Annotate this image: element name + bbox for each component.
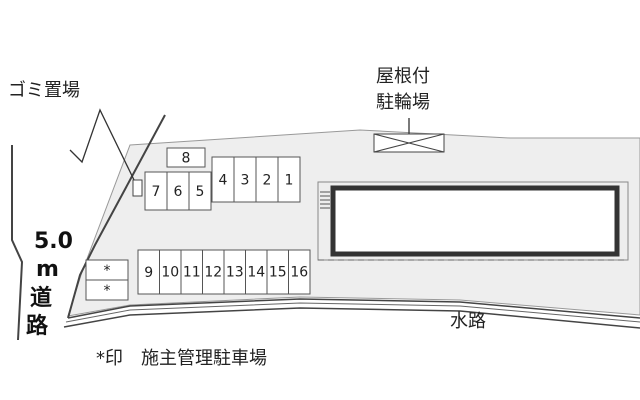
owner-slot-2-label: * <box>104 283 111 299</box>
parking-slot-10-label: 10 <box>161 265 179 281</box>
road-edge-left <box>11 145 24 341</box>
parking-slot-5-label: 5 <box>196 184 205 200</box>
parking-slot-9-label: 9 <box>144 265 153 281</box>
garbage-box <box>132 179 143 197</box>
road-width-label: 5.0 <box>34 229 73 254</box>
roof-label-line1: 屋根付 <box>376 66 430 87</box>
parking-slot-15-label: 15 <box>269 265 287 281</box>
parking-slot-16-label: 16 <box>290 265 308 281</box>
stairs <box>320 191 330 209</box>
garbage-label: ゴミ置場 <box>8 80 80 101</box>
parking-slot-1-label: 1 <box>285 173 294 189</box>
roof-label-line2: 駐輪場 <box>376 92 430 113</box>
road-char1-label: 道 <box>30 285 52 311</box>
parking-slot-11-label: 11 <box>183 265 201 281</box>
waterway-line-top <box>67 298 640 319</box>
parking-single-group: 8 <box>166 147 206 168</box>
parking-slot-12-label: 12 <box>204 265 222 281</box>
owner-parking-group: ** <box>85 259 129 301</box>
parking-slot-8-box <box>166 147 206 168</box>
parking-slot-13-label: 13 <box>226 265 244 281</box>
road-char2-label: 路 <box>26 313 49 339</box>
parking-slot-4-label: 4 <box>219 173 228 189</box>
parking-slot-3-label: 3 <box>241 173 250 189</box>
waterway-line-mid <box>65 302 640 323</box>
owner-slot-2-box <box>85 279 129 301</box>
building <box>330 185 620 257</box>
parking-slot-14-label: 14 <box>247 265 265 281</box>
road-edge-right <box>67 114 166 319</box>
legend-label: *印 施主管理駐車場 <box>96 348 267 369</box>
parking-slot-2-label: 2 <box>263 173 272 189</box>
parking-slot-16-box <box>288 249 311 295</box>
road-unit-label: m <box>36 257 59 282</box>
waterway-line-bottom <box>63 307 640 329</box>
bicycle-parking-cross-b <box>373 133 445 153</box>
parking-slot-7-label: 7 <box>152 184 161 200</box>
parking-slot-6-label: 6 <box>174 184 183 200</box>
parking-slot-5-box <box>188 171 212 211</box>
parking-slot-1-box <box>277 156 301 203</box>
garbage-leader-line <box>69 108 136 183</box>
parking-slot-8-label: 8 <box>182 151 191 167</box>
owner-slot-1-label: * <box>104 263 111 279</box>
waterway-label: 水路 <box>450 311 486 332</box>
